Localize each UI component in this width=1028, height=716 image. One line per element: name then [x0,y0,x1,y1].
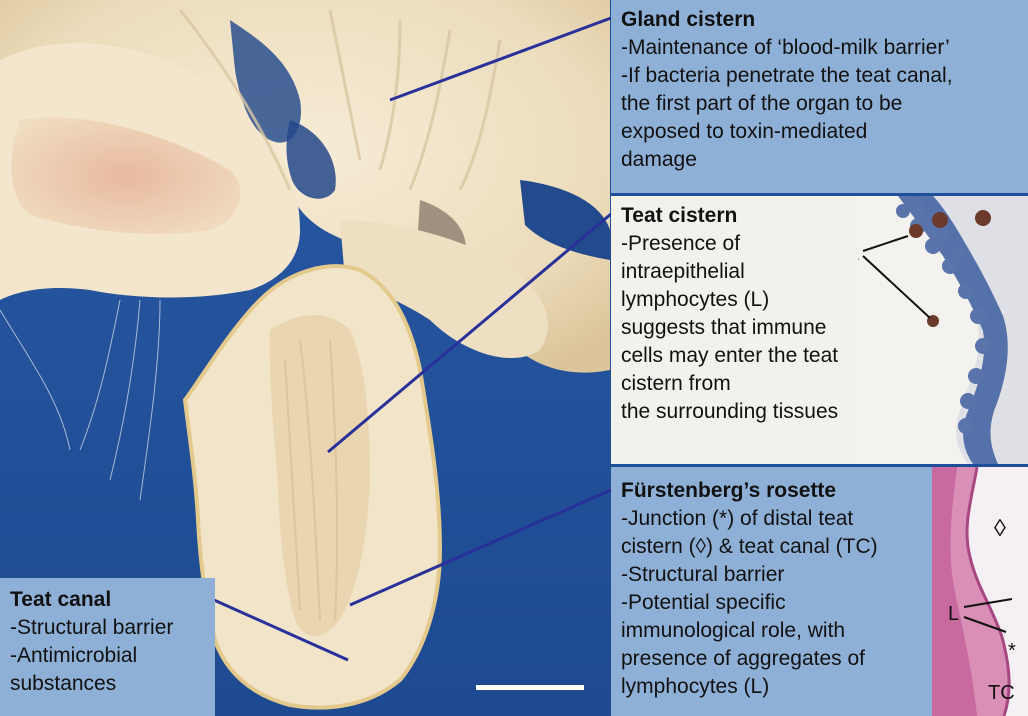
gland-cistern-line: exposed to toxin-mediated [621,120,868,143]
teat-canal-line: -Antimicrobial [10,644,138,667]
gland-cistern-title: Gland cistern [621,8,756,31]
teat-cistern-line: -Presence of [621,232,741,255]
gland-cistern-panel: Gland cistern -Maintenance of ‘blood-mil… [611,0,1028,193]
rosette-line: -Potential specific [621,591,786,614]
cistern-cavity-1 [230,20,301,143]
cistern-cavity-2 [286,120,336,199]
gland-cistern-line: -Maintenance of ‘blood-milk barrier’ [621,36,950,59]
teat-cistern-line: suggests that immune [621,316,827,339]
teat-cistern-line: intraepithelial [621,260,745,283]
teat-canal-panel: Teat canal -Structural barrier -Antimicr… [0,578,215,716]
rosette-line: immunological role, with [621,619,846,642]
teat-canal-line: -Structural barrier [10,616,174,639]
micrograph-label-l: L [858,240,859,268]
teat-cistern-panel: Teat cistern -Presence of intraepithelia… [611,196,1028,464]
pink-parenchyma [11,117,241,235]
micrograph-label-diamond: ◊ [994,515,1006,542]
rosette-micrograph: ◊ L * TC [932,467,1028,716]
rosette-title: Fürstenberg’s rosette [621,479,837,502]
teat-canal-line: substances [10,672,117,695]
teat-cistern-text: Teat cistern -Presence of intraepithelia… [621,202,876,426]
rosette-line: lymphocytes (L) [621,675,770,698]
rosette-line: presence of aggregates of [621,647,866,670]
micrograph-rosette [932,467,1028,716]
teat-cistern-line: cells may enter the teat [621,344,839,367]
gland-cistern-line: -If bacteria penetrate the teat canal, [621,64,953,87]
rosette-line: -Junction (*) of distal teat [621,507,854,530]
teat-canal-title: Teat canal [10,588,112,611]
fibers [0,299,161,501]
scale-bar [476,685,584,690]
micrograph-label-tc: TC [988,682,1015,704]
teat-cistern-title: Teat cistern [621,204,738,227]
teat-cistern-line: cistern from [621,372,731,395]
micrograph-epithelium [858,196,1028,464]
micrograph-label-l: L [948,603,960,625]
rosette-line: cistern (◊) & teat canal (TC) [621,535,878,558]
teat-cistern-line: the surrounding tissues [621,400,839,423]
teat-cistern-line: lymphocytes (L) [621,288,770,311]
micrograph-label-star: * [1008,640,1016,662]
gland-cistern-line: damage [621,148,697,171]
rosette-line: -Structural barrier [621,563,785,586]
rosette-text: Fürstenberg’s rosette -Junction (*) of d… [621,477,941,701]
rosette-panel: Fürstenberg’s rosette -Junction (*) of d… [611,467,1028,716]
gland-cistern-line: the first part of the organ to be [621,92,903,115]
teat-cistern-micrograph: L [858,196,1028,464]
